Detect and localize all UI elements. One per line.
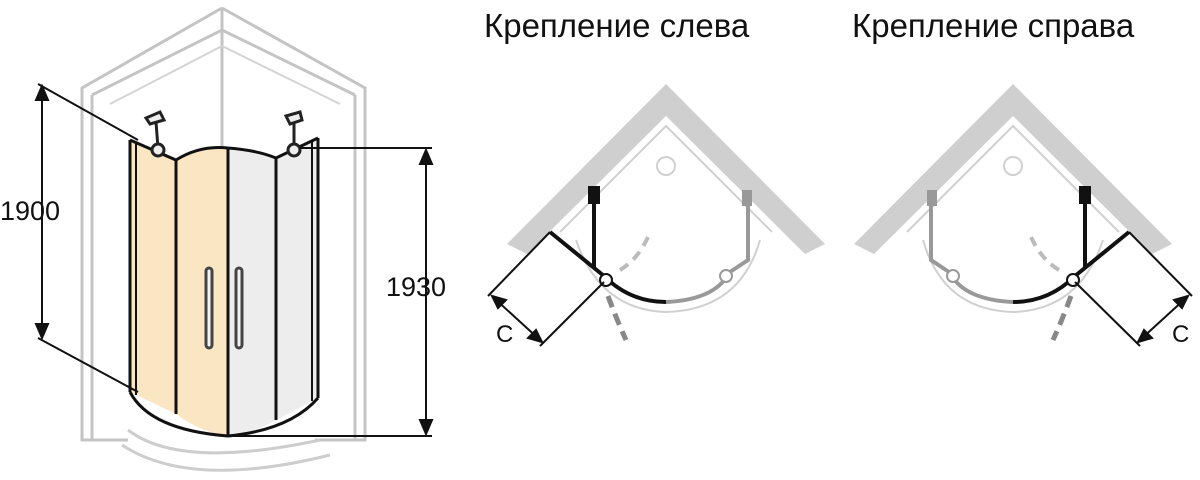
glass-door-right bbox=[228, 148, 276, 436]
cabin-frame bbox=[128, 136, 320, 438]
dimension-height-label: 1900 bbox=[0, 196, 61, 226]
dimension-total-height-label: 1930 bbox=[386, 272, 447, 302]
handle-right bbox=[234, 266, 244, 350]
title-right-mount: Крепление справа bbox=[852, 7, 1135, 44]
wall-corner-right bbox=[854, 84, 1172, 254]
handle-left bbox=[204, 266, 214, 350]
glass-panel-right-fixed bbox=[276, 138, 318, 420]
title-left-mount: Крепление слева bbox=[484, 7, 750, 44]
clearance-label-left: C bbox=[496, 321, 514, 348]
glass-door-left bbox=[176, 147, 228, 436]
wall-brackets bbox=[143, 110, 304, 158]
dimension-lines bbox=[34, 83, 434, 437]
top-view-left-mount bbox=[487, 84, 825, 347]
cabin-3d-view bbox=[34, 6, 434, 472]
bracket-left bbox=[143, 110, 167, 149]
clearance-dimension-left bbox=[487, 231, 605, 347]
door-handles bbox=[204, 266, 244, 350]
clearance-dimension-right bbox=[1074, 231, 1193, 347]
glass-panel-left-fixed bbox=[130, 140, 176, 414]
clearance-label-right: C bbox=[1172, 321, 1190, 348]
wall-corner-left bbox=[507, 84, 825, 254]
top-view-right-mount bbox=[854, 84, 1193, 347]
